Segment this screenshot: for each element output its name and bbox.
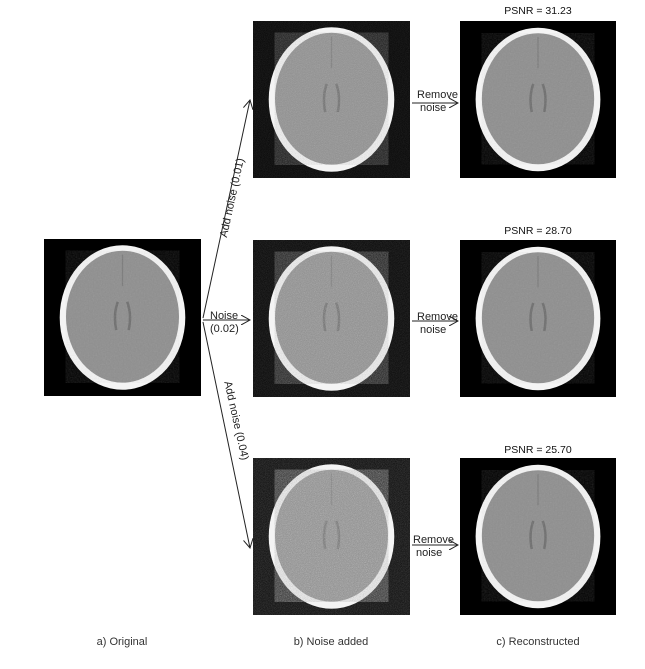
- remove-label-middle-line2: noise: [420, 324, 447, 336]
- noisy-ct-image-low: [253, 21, 410, 178]
- caption-reconstructed: c) Reconstructed: [496, 636, 580, 648]
- reconstructed-ct-scan-middle: [460, 240, 616, 397]
- noise-label-bottom: Add noise (0.04): [221, 380, 251, 462]
- reconstructed-ct-scan-top: [460, 21, 616, 178]
- remove-label-middle-line1: Remove: [417, 311, 458, 323]
- remove-label-top-line1: Remove: [417, 89, 458, 101]
- psnr-label-bottom: PSNR = 25.70: [504, 444, 572, 456]
- reconstructed-ct-image-bottom: [460, 458, 616, 615]
- noisy-ct-image-medium: [253, 240, 410, 397]
- remove-label-top-line2: noise: [420, 102, 447, 114]
- reconstructed-ct-image-top: [460, 21, 616, 178]
- noisy-ct-scan-low: [253, 21, 410, 178]
- noisy-ct-scan-high: [253, 458, 410, 615]
- original-ct-scan: [44, 239, 201, 396]
- psnr-label-middle: PSNR = 28.70: [504, 225, 572, 237]
- noise-label-middle-line2: (0.02): [210, 323, 239, 335]
- original-ct-image: [44, 239, 201, 396]
- remove-label-bottom-line2: noise: [416, 547, 443, 559]
- reconstructed-ct-scan-bottom: [460, 458, 616, 615]
- noisy-ct-image-high: [253, 458, 410, 615]
- noise-label-middle-line1: Noise: [210, 310, 239, 322]
- caption-noise-added: b) Noise added: [293, 636, 369, 648]
- noise-label-top: Add noise (0.01): [218, 157, 247, 239]
- reconstructed-ct-image-middle: [460, 240, 616, 397]
- noisy-ct-scan-medium: [253, 240, 410, 397]
- caption-original: a) Original: [96, 636, 148, 648]
- remove-label-bottom-line1: Remove: [413, 534, 454, 546]
- psnr-label-top: PSNR = 31.23: [504, 5, 572, 17]
